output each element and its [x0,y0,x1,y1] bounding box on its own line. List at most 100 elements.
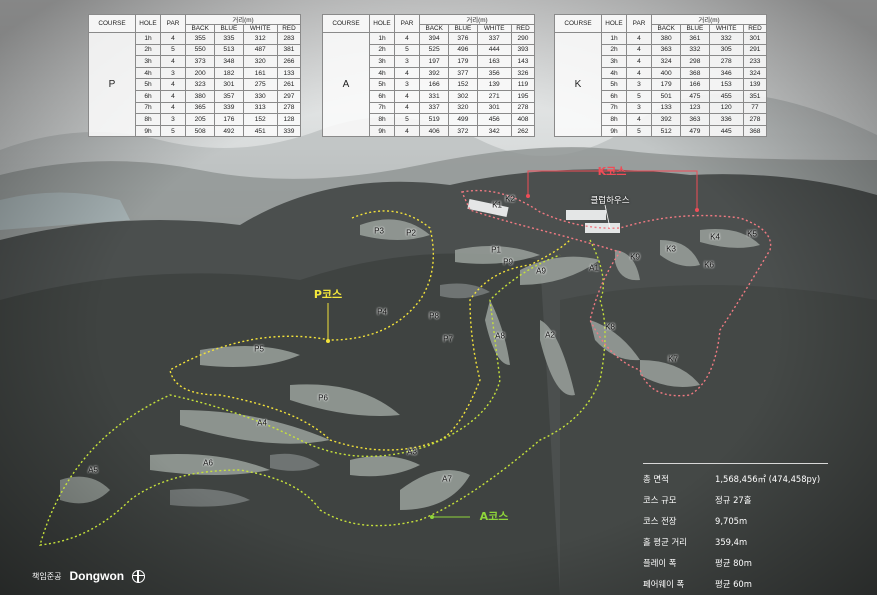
table-cell: 133 [650,101,682,115]
table-cell: 301 [476,101,512,115]
table-cell: 339 [214,101,244,115]
hole-label-a3: A3 [407,447,417,457]
hole-label-p6: P6 [318,393,328,403]
table-cell: 368 [742,124,768,138]
table-cell: 143 [510,55,536,68]
table-cell: 337 [418,101,450,115]
table-cell: 346 [708,66,744,80]
hole-label-k3: K3 [666,244,676,254]
header-hole: HOLE [601,14,627,33]
table-cell: 373 [184,55,216,68]
table-cell: 4 [626,32,652,45]
table-cell: 393 [510,43,536,57]
table-cell: 363 [650,43,682,57]
table-cell: 5 [160,124,186,138]
table-cell: 302 [448,89,478,103]
table-cell: 161 [242,66,278,80]
table-cell: 278 [708,55,744,68]
header-red: RED [510,24,536,33]
table-cell: 77 [742,101,768,115]
info-value: 1,568,456㎡ (474,458py) [715,473,821,484]
table-cell: 394 [418,32,450,45]
table-cell: 323 [184,78,216,91]
table-cell: 197 [418,55,450,68]
table-cell: 2h [135,43,161,57]
table-cell: 3 [394,55,420,68]
table-cell: 525 [418,43,450,57]
header-par: PAR [160,14,186,33]
table-cell: 5 [160,43,186,57]
info-key: 홀 평균 거리 [643,536,687,547]
table-cell: 275 [242,78,278,91]
hole-label-a7: A7 [442,474,452,484]
table-cell: 301 [214,78,244,91]
table-cell: 356 [476,66,512,80]
table-cell: 332 [708,32,744,45]
table-cell: 152 [448,78,478,91]
k-course-outline [460,189,772,397]
table-cell: 320 [448,101,478,115]
table-cell: 4h [369,66,395,80]
table-cell: 392 [650,113,682,126]
table-cell: 3h [369,55,395,68]
logos: 책임준공 Dongwon [32,569,146,583]
table-cell: 492 [214,124,244,138]
table-cell: 182 [214,66,244,80]
table-cell: 372 [448,124,478,138]
table-cell: 128 [276,113,302,126]
table-cell: 133 [276,66,302,80]
table-cell: 550 [184,43,216,57]
table-cell: 305 [708,43,744,57]
hole-label-p1: P1 [491,245,501,255]
table-cell: 519 [418,113,450,126]
table-cell: 278 [276,101,302,115]
hole-label-a6: A6 [203,458,213,468]
table-cell: 7h [601,101,627,115]
header-red: RED [276,24,302,33]
table-cell: 153 [708,78,744,91]
table-cell: 297 [276,89,302,103]
table-cell: 5 [626,124,652,138]
table-cell: 179 [650,78,682,91]
info-key: 페어웨이 폭 [643,578,685,589]
course-name-cell: K [554,31,602,138]
table-cell: 444 [476,43,512,57]
hole-label-k9: K9 [630,252,640,262]
header-distance: 거리(m) [419,14,535,25]
table-cell: 368 [680,66,710,80]
info-value: 정규 27홀 [715,494,752,505]
table-cell: 8h [369,113,395,126]
table-cell: 5 [626,89,652,103]
header-par: PAR [394,14,420,33]
a-course-label: A코스 [479,510,509,523]
table-cell: 261 [276,78,302,91]
table-cell: 406 [418,124,450,138]
table-cell: 1h [135,32,161,45]
table-cell: 351 [742,89,768,103]
hole-label-k1: K1 [492,200,502,210]
hole-label-k7: K7 [668,354,678,364]
table-cell: 324 [742,66,768,80]
table-cell: 4 [394,66,420,80]
dongwon-logo-text: Dongwon [69,569,125,583]
table-cell: 475 [680,89,710,103]
clubhouse-label: 클럽하우스 [590,196,630,206]
table-cell: 4 [160,32,186,45]
table-cell: 501 [650,89,682,103]
table-cell: 499 [448,113,478,126]
table-cell: 291 [742,43,768,57]
table-cell: 5h [601,78,627,91]
header-course: COURSE [322,14,370,33]
table-cell: 342 [476,124,512,138]
